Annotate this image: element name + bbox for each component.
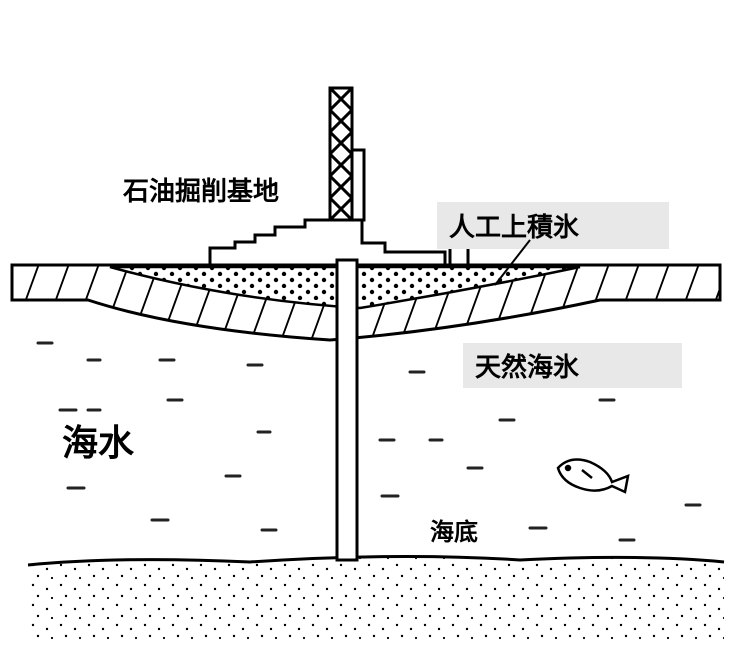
seawater-label: 海水 [62,423,135,464]
drill-pipe [335,258,359,562]
fish-illustration [556,458,630,494]
water-ripples [36,341,702,542]
natural-ice-label-box [463,343,682,388]
artificial-ice-label-box [437,202,669,249]
artificial-ice-label: 人工上積氷 [449,213,580,243]
oil-base-structure [208,148,470,267]
seabed-label: 海底 [430,518,478,546]
artificial-ice-leader-line [494,239,531,286]
oil-base-label: 石油掘削基地 [122,177,279,207]
natural-ice-label: 天然海氷 [475,352,580,383]
seabed-sediment [27,554,725,640]
drilling-tower [328,86,354,222]
